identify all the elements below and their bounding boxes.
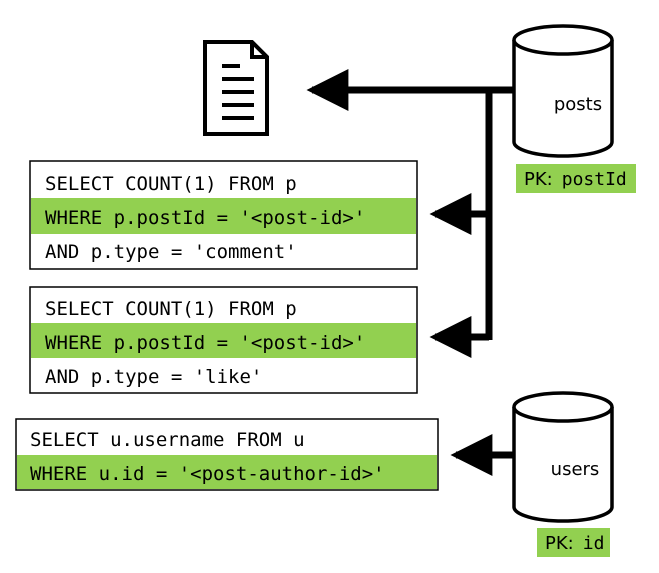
users-pk-field: id xyxy=(583,533,605,554)
document-icon xyxy=(203,40,269,136)
query-box-username: SELECT u.username FROM u WHERE u.id = '<… xyxy=(15,418,439,491)
users-db-label: users xyxy=(551,459,600,480)
posts-db-label: posts xyxy=(554,94,602,115)
posts-pk-prefix: PK: xyxy=(524,169,553,190)
users-pk-prefix: PK: xyxy=(545,533,574,554)
query-line: AND p.type = 'comment' xyxy=(45,241,297,263)
posts-pk-field: postId xyxy=(562,169,627,190)
posts-pk-badge: PK: postId xyxy=(516,164,636,193)
query-highlight-row xyxy=(17,455,437,489)
query-line-highlighted: WHERE p.postId = '<post-id>' xyxy=(45,332,365,354)
query-line: SELECT u.username FROM u xyxy=(30,429,305,451)
posts-database: posts xyxy=(512,24,614,158)
query-box-comment-count: SELECT COUNT(1) FROM p WHERE p.postId = … xyxy=(29,160,418,270)
connectors xyxy=(306,69,514,476)
svg-text:PK: id: PK: id xyxy=(545,533,604,554)
query-line-highlighted: WHERE p.postId = '<post-id>' xyxy=(45,207,365,229)
svg-text:PK: postId: PK: postId xyxy=(524,169,627,190)
query-line: AND p.type = 'like' xyxy=(45,366,262,388)
query-line: SELECT COUNT(1) FROM p xyxy=(45,173,297,195)
query-highlight-row xyxy=(31,323,416,358)
query-highlight-row xyxy=(31,198,416,234)
query-box-like-count: SELECT COUNT(1) FROM p WHERE p.postId = … xyxy=(29,286,418,394)
users-pk-badge: PK: id xyxy=(537,528,610,557)
query-line-highlighted: WHERE u.id = '<post-author-id>' xyxy=(30,463,385,485)
users-database: users xyxy=(512,391,614,523)
query-line: SELECT COUNT(1) FROM p xyxy=(45,298,297,320)
